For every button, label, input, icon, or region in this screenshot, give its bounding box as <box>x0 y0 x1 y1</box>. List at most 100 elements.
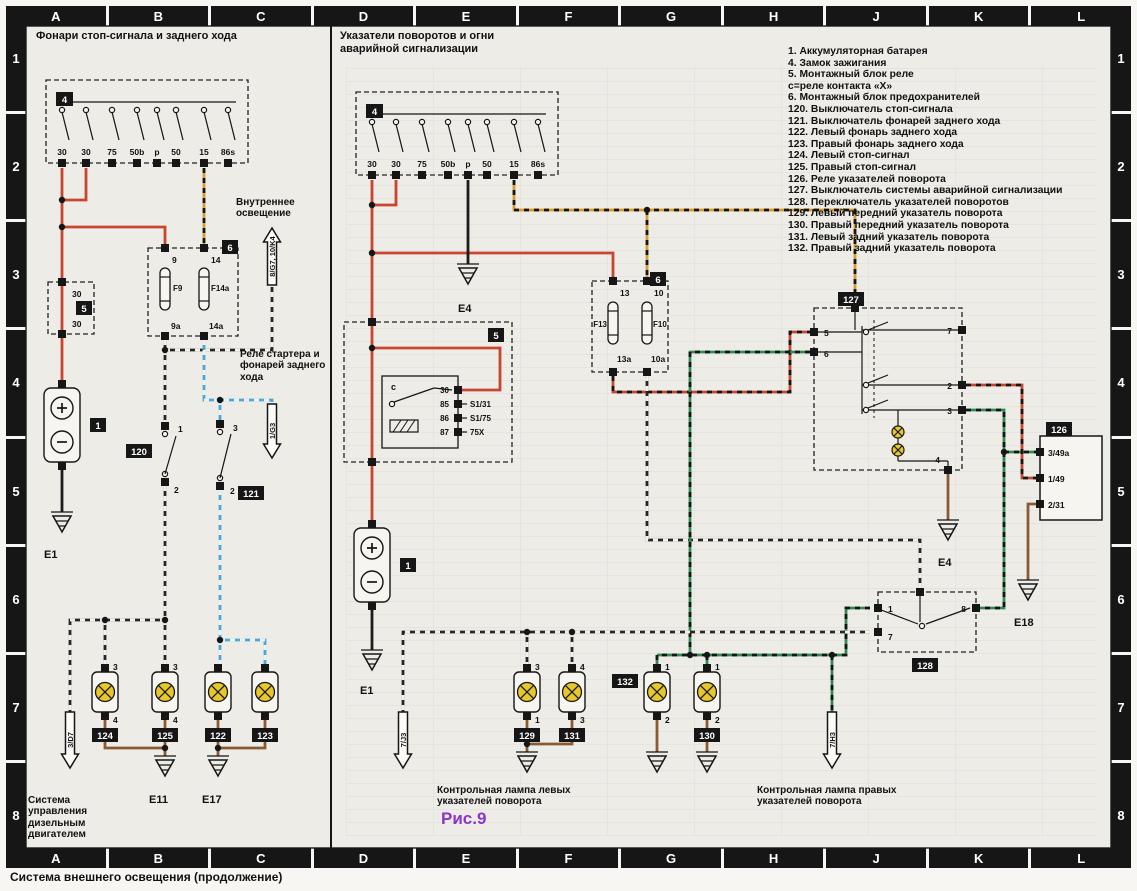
ground-symbol <box>937 523 959 542</box>
ground-hatch <box>159 764 171 771</box>
contact-point <box>862 406 870 414</box>
pin-label: 13a <box>617 354 631 364</box>
ground-hatch <box>56 520 68 527</box>
battery-negative-terminal <box>360 570 384 594</box>
terminal-square <box>454 400 462 408</box>
connector-arrow <box>262 403 282 460</box>
legend-item: 124. Левый стоп-сигнал <box>788 150 910 162</box>
wire-red <box>372 346 502 392</box>
terminal-square <box>972 604 980 612</box>
lamp-filament-x <box>519 684 535 700</box>
pin-label: 1 <box>888 604 893 614</box>
contact-point <box>224 106 232 114</box>
pin-label: 30 <box>391 159 401 169</box>
contact-blade <box>61 111 70 141</box>
terminal-square <box>58 330 66 338</box>
frame-row-label: 3 <box>6 222 26 328</box>
pin-label: 1 <box>178 424 183 434</box>
switch-blade <box>925 607 971 625</box>
terminal-square <box>703 664 711 672</box>
pin-label: 3 <box>233 423 238 433</box>
terminal-square <box>958 406 966 414</box>
ground-hatch <box>462 272 474 279</box>
terminal-square <box>368 602 376 610</box>
ground-hatch <box>212 764 224 771</box>
junction-dot <box>101 616 109 624</box>
pin-label: 30 <box>57 147 67 157</box>
wire-blue-stripe <box>202 340 274 404</box>
pin-label: 50 <box>171 147 181 157</box>
wire-green-stripe <box>688 350 810 655</box>
terminal-square <box>454 428 462 436</box>
terminal-square <box>916 588 924 596</box>
section-title-mid: Указатели поворотов и огни аварийной сиг… <box>340 30 495 55</box>
ground-label: E1 <box>360 685 373 697</box>
pin-label: 14a <box>209 321 223 331</box>
contact-blade <box>421 123 430 153</box>
ignition-switch-outline <box>355 91 559 176</box>
frame-col-label: L <box>1031 848 1132 868</box>
component-label-box <box>222 240 238 254</box>
junction-dot <box>828 651 836 659</box>
junction-dot <box>161 346 169 354</box>
ground-label: E1 <box>44 549 57 561</box>
contact-point <box>172 106 180 114</box>
pin-label: 2 <box>174 485 179 495</box>
frame-col-label: C <box>211 848 311 868</box>
terminal-square <box>101 664 109 672</box>
terminal-square <box>568 664 576 672</box>
frame-row-label: 7 <box>1111 654 1131 760</box>
terminal-square <box>958 381 966 389</box>
pin-label: 2 <box>665 715 670 725</box>
contact-point <box>483 118 491 126</box>
terminal-square <box>161 712 169 720</box>
ground-hatch <box>701 760 713 767</box>
component-label-box <box>612 674 638 688</box>
pin-label: 86s <box>221 147 235 157</box>
wire-redblk-stripe <box>611 330 810 394</box>
fuse-symbol <box>607 301 619 345</box>
terminal-square <box>810 348 818 356</box>
component-label: 1 <box>95 421 101 432</box>
contact-point <box>444 118 452 126</box>
junction-dot <box>523 628 531 636</box>
legend-item: 1. Аккумуляторная батарея <box>788 46 928 57</box>
contact-point <box>392 118 400 126</box>
junction-dot <box>1000 448 1008 456</box>
wire-green-stripe <box>657 606 870 657</box>
junction-dot <box>58 196 66 204</box>
pin-label: 30 <box>81 147 91 157</box>
contact-blade <box>467 123 476 153</box>
contact-point <box>153 106 161 114</box>
contact-point <box>368 118 376 126</box>
frame-row-label: 7 <box>6 654 26 760</box>
terminal-square <box>523 712 531 720</box>
switch-blade <box>867 399 889 409</box>
pin-label: 8 <box>961 604 966 614</box>
pin-label: 10a <box>651 354 665 364</box>
wire-green <box>966 408 1006 610</box>
pin-label: F14a <box>211 284 230 293</box>
contact-point <box>133 106 141 114</box>
terminal-square <box>1036 448 1044 456</box>
ground-hatch <box>521 760 533 767</box>
terminal-square <box>161 244 169 252</box>
frame-col-label: A <box>6 848 106 868</box>
contact-blade <box>371 123 380 153</box>
frame-row-label: 4 <box>6 330 26 436</box>
wire-blkwht-stripe <box>68 618 165 712</box>
component-label: 4 <box>62 95 68 106</box>
switch-blade <box>867 321 889 331</box>
component-label: 5 <box>81 304 87 315</box>
terminal-square <box>368 318 376 326</box>
contact-point <box>464 118 472 126</box>
ignition-switch-outline <box>45 79 249 164</box>
pin-label: 9 <box>172 255 177 265</box>
switch-blade <box>875 607 919 625</box>
pin-label: p <box>465 159 470 169</box>
pin-label: 2/31 <box>1048 500 1065 510</box>
contact-blade <box>156 111 165 141</box>
pin-label: 6 <box>824 349 829 359</box>
coil-hatch <box>392 419 416 433</box>
